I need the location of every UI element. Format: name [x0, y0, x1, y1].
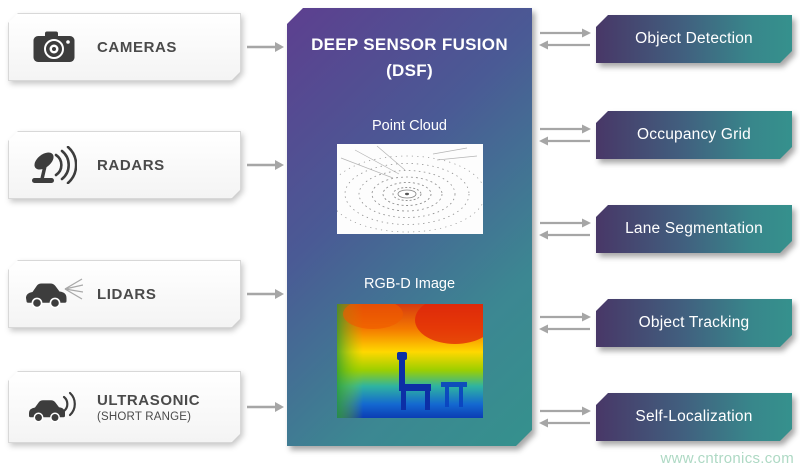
- output-label-self-localization: Self-Localization: [635, 408, 753, 425]
- ultrasonic-icon: [23, 390, 85, 424]
- dsf-title-line1: DEEP SENSOR FUSION: [311, 35, 508, 54]
- arrow-dsf-object-tracking: [538, 310, 592, 336]
- dsf-title: DEEP SENSOR FUSION (DSF): [287, 32, 532, 85]
- rgbd-image-label: RGB-D Image: [363, 276, 456, 292]
- input-label-ultrasonic-sub: (SHORT RANGE): [97, 410, 192, 423]
- arrow-dsf-occupancy-grid: [538, 122, 592, 148]
- output-box-object-detection: Object Detection: [596, 15, 792, 63]
- rgbd-image: [337, 304, 483, 418]
- output-box-self-localization: Self-Localization: [596, 393, 792, 441]
- output-box-occupancy-grid: Occupancy Grid: [596, 111, 792, 159]
- output-label-object-tracking: Object Tracking: [638, 314, 750, 331]
- arrow-cameras-to-dsf: [247, 40, 285, 54]
- input-label-lidars: LIDARS: [97, 285, 157, 303]
- dsf-panel: DEEP SENSOR FUSION (DSF) Point Cloud: [287, 8, 532, 446]
- watermark: www.cntronics.com: [660, 450, 794, 467]
- radar-icon: [23, 146, 85, 184]
- arrow-ultrasonic-to-dsf: [247, 400, 285, 414]
- input-box-lidars: LIDARS: [8, 260, 241, 328]
- input-label-ultrasonic-main: ULTRASONIC: [97, 391, 201, 409]
- output-box-object-tracking: Object Tracking: [596, 299, 792, 347]
- arrow-dsf-object-detection: [538, 26, 592, 52]
- arrow-lidars-to-dsf: [247, 287, 285, 301]
- input-box-radars: RADARS: [8, 131, 241, 199]
- arrow-dsf-self-localization: [538, 404, 592, 430]
- input-box-cameras: CAMERAS: [8, 13, 241, 81]
- output-label-lane-segmentation: Lane Segmentation: [625, 220, 763, 237]
- point-cloud-image: [337, 144, 483, 234]
- output-box-lane-segmentation: Lane Segmentation: [596, 205, 792, 253]
- input-label-ultrasonic: ULTRASONIC (SHORT RANGE): [97, 392, 200, 423]
- input-box-ultrasonic: ULTRASONIC (SHORT RANGE): [8, 371, 241, 443]
- camera-icon: [23, 31, 85, 63]
- input-label-cameras: CAMERAS: [97, 38, 178, 56]
- output-label-occupancy-grid: Occupancy Grid: [637, 126, 751, 143]
- arrow-dsf-lane-segmentation: [538, 216, 592, 242]
- arrow-radars-to-dsf: [247, 158, 285, 172]
- lidar-icon: [23, 277, 85, 311]
- output-label-object-detection: Object Detection: [635, 30, 753, 47]
- input-label-radars: RADARS: [97, 156, 165, 174]
- point-cloud-label: Point Cloud: [372, 118, 447, 134]
- dsf-title-line2: (DSF): [386, 61, 433, 81]
